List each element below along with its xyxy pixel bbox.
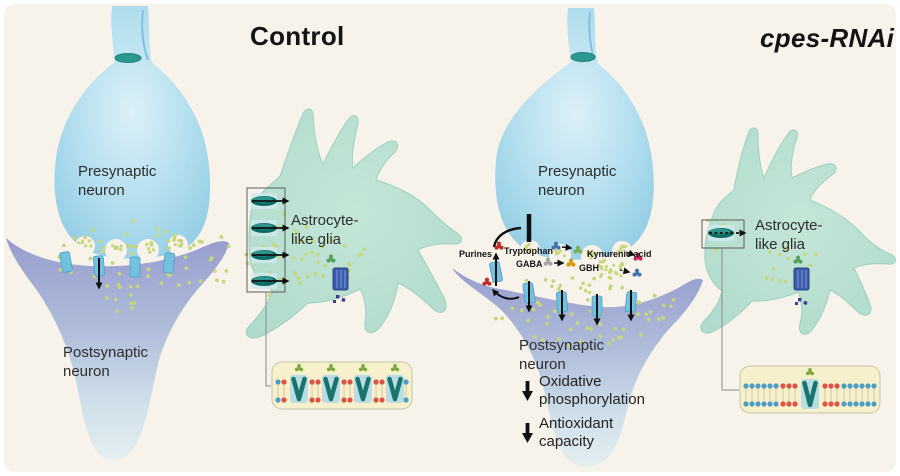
effect-oxidative-phosphorylation: Oxidative phosphorylation (521, 373, 645, 409)
inset-metabolite-clusters (294, 364, 400, 372)
vesicle-dots (524, 243, 628, 260)
glia-uptake-channels (251, 193, 290, 289)
inset-connector-left (265, 292, 271, 387)
inset-metabolite-cluster (805, 368, 815, 376)
control-astrocyte-glia (245, 108, 462, 339)
control-glia-transporter (332, 267, 349, 303)
control-membrane-inset (271, 361, 413, 410)
glia-uptake-channel (708, 225, 747, 241)
metabolite-cluster-icons (482, 241, 643, 286)
purines-label: Purines (459, 249, 493, 259)
cpes-rnai-title: cpes-RNAi (760, 23, 895, 53)
gaba-label: GABA (516, 259, 543, 269)
inhibition-symbol (492, 214, 532, 248)
axon-fold (141, 9, 149, 61)
down-arrow-icon (522, 423, 533, 443)
axon-opening (570, 52, 596, 62)
tryptophan-label: Tryptophan (504, 246, 553, 256)
glia-metabolite-cluster (326, 254, 336, 263)
inset-lipids (743, 383, 877, 407)
control-postsynaptic-neuron (6, 238, 229, 460)
cpes-presynaptic-neuron (495, 8, 654, 267)
postsynaptic-dots (494, 258, 676, 348)
cpes-postsynaptic-channels (489, 252, 638, 326)
cpes-glia-transporter (793, 267, 810, 306)
effect-label: Oxidative phosphorylation (539, 373, 645, 408)
inset-connector-right (721, 248, 739, 391)
purine-recycle-arrow (492, 288, 520, 300)
control-presynaptic-label: Presynaptic neuron (78, 163, 157, 199)
cpes-postsynaptic-label: Postsynaptic neuron (519, 337, 605, 373)
inset-channel (801, 379, 819, 409)
inset-lipids (275, 379, 409, 403)
cpes-postsynaptic-neuron (452, 268, 703, 467)
axon-opening (114, 53, 142, 63)
gbh-label: GBH (579, 263, 599, 273)
vesicle-pockets (520, 240, 632, 267)
control-postsynaptic-label: Postsynaptic neuron (63, 344, 149, 380)
effect-antioxidant-capacity: Antioxidant capacity (521, 415, 613, 451)
metabolite-conversion-arrows (554, 243, 636, 275)
inset-channels (290, 375, 404, 403)
down-arrow-icon (522, 381, 533, 401)
control-postsynaptic-channels (59, 251, 176, 290)
control-title: Control (250, 21, 345, 51)
glia-metabolite-cluster (793, 255, 803, 264)
cpes-astrocyte-glia (700, 127, 896, 335)
effect-label: Antioxidant capacity (539, 415, 614, 450)
cpes-glia-label: Astrocyte- like glia (755, 217, 823, 253)
cpes-presynaptic-label: Presynaptic neuron (538, 163, 617, 199)
control-glia-label: Astrocyte- like glia (291, 212, 359, 248)
cpes-membrane-inset (739, 365, 881, 414)
kynurenic-acid-label: Kynurenic acid (587, 249, 652, 259)
